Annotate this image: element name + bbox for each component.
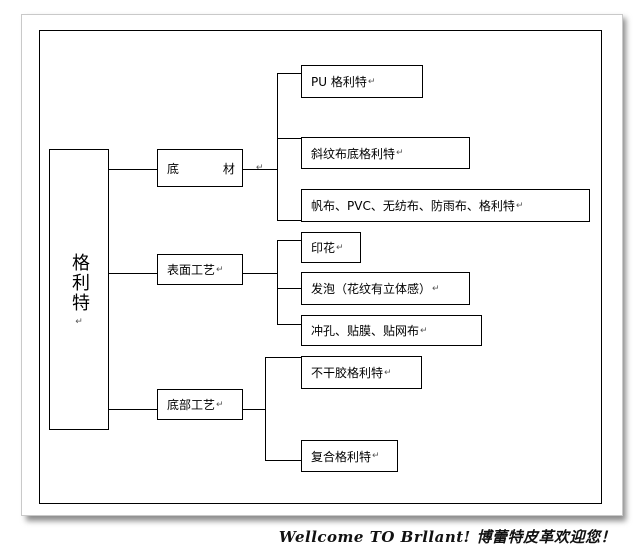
connector-bottom-child-1 <box>265 357 301 358</box>
root-node: 格利特 ↵ <box>49 149 109 430</box>
branch-node-bottom: 底部工艺↵ <box>157 389 243 420</box>
root-node-label: 格利特 <box>69 252 90 313</box>
leaf-node-mark: ↵ <box>384 367 392 378</box>
leaf-node-adhesive-glitter: 不干胶格利特↵ <box>301 356 422 389</box>
leaf-node-label: 帆布、PVC、无纺布、防雨布、格利特 <box>311 199 515 213</box>
leaf-node-canvas-glitter: 帆布、PVC、无纺布、防雨布、格利特↵ <box>301 189 590 222</box>
branch-node-bottom-label: 底部工艺 <box>167 398 216 412</box>
branch-node-base-label: 底 材 <box>167 161 255 176</box>
branch-node-surface-mark: ↵ <box>216 264 224 275</box>
connector-base-out <box>242 169 278 170</box>
leaf-node-twill-glitter: 斜纹布底格利特↵ <box>301 137 470 169</box>
leaf-node-mark: ↵ <box>515 200 524 211</box>
leaf-node-mark: ↵ <box>367 76 376 87</box>
connector-surface-spine <box>277 240 278 325</box>
leaf-node-label: 发泡（花纹有立体感） <box>311 282 432 296</box>
connector-surface-child-1 <box>277 240 301 241</box>
leaf-node-foam: 发泡（花纹有立体感）↵ <box>301 272 470 305</box>
branch-node-surface: 表面工艺↵ <box>157 254 243 285</box>
branch-node-bottom-mark: ↵ <box>216 399 224 410</box>
connector-base-child-2 <box>277 138 301 139</box>
branch-node-base-mark: ↵ <box>255 163 264 173</box>
connector-bottom-out <box>242 409 266 410</box>
leaf-node-label: 复合格利特 <box>311 449 372 464</box>
root-node-mark: ↵ <box>75 316 83 327</box>
leaf-node-print: 印花↵ <box>301 232 361 263</box>
connector-surface-child-2 <box>277 288 301 289</box>
diagram-frame <box>39 30 602 504</box>
leaf-node-mark: ↵ <box>372 451 380 461</box>
leaf-node-mark: ↵ <box>396 148 404 158</box>
connector-root-to-bottom <box>109 409 157 410</box>
leaf-node-label: 斜纹布底格利特 <box>311 146 396 161</box>
connector-base-child-3 <box>277 220 301 221</box>
leaf-node-label: PU 格利特 <box>311 75 367 89</box>
welcome-banner: Wellcome TO Brllant! 博蕾特皮革欢迎您！ <box>278 528 616 546</box>
connector-base-spine <box>277 73 278 221</box>
leaf-node-mark: ↵ <box>420 325 428 336</box>
leaf-node-pu-glitter: PU 格利特↵ <box>301 65 423 98</box>
connector-surface-out <box>242 273 278 274</box>
leaf-node-mark: ↵ <box>336 242 344 253</box>
leaf-node-punch: 冲孔、贴膜、贴网布↵ <box>301 315 482 346</box>
leaf-node-composite-glitter: 复合格利特↵ <box>301 440 398 472</box>
connector-root-to-base <box>109 169 157 170</box>
branch-node-base: 底 材↵ <box>157 149 263 187</box>
leaf-node-label: 不干胶格利特 <box>311 366 384 380</box>
branch-node-surface-label: 表面工艺 <box>167 263 216 277</box>
connector-base-child-1 <box>277 73 301 74</box>
connector-bottom-child-2 <box>265 460 301 461</box>
leaf-node-mark: ↵ <box>432 283 440 294</box>
connector-surface-child-3 <box>277 324 301 325</box>
connector-root-to-surface <box>109 273 157 274</box>
leaf-node-label: 印花 <box>311 241 336 255</box>
leaf-node-label: 冲孔、贴膜、贴网布 <box>311 324 420 338</box>
connector-bottom-spine <box>265 357 266 461</box>
